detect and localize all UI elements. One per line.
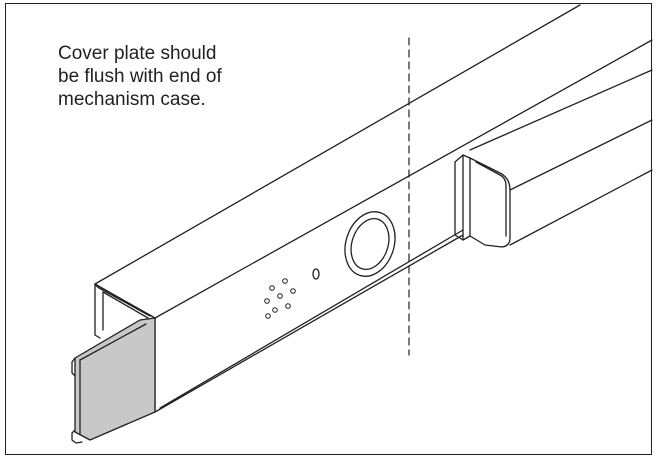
callout-line-2: be flush with end of <box>58 66 222 87</box>
callout-line-3: mechanism case. <box>58 89 206 110</box>
mechanism-case-top <box>94 4 653 319</box>
cover-plate <box>71 317 156 444</box>
case-end-profile <box>94 283 151 339</box>
screw-hole <box>312 268 320 280</box>
lock-cylinder <box>344 211 396 277</box>
mechanism-case-front-face <box>154 229 464 413</box>
speaker-holes <box>264 278 296 319</box>
rail-extension <box>469 69 653 246</box>
end-cap <box>454 154 511 248</box>
callout-line-1: Cover plate should <box>58 43 217 64</box>
callout-text: Cover plate should be flush with end of … <box>58 42 298 111</box>
